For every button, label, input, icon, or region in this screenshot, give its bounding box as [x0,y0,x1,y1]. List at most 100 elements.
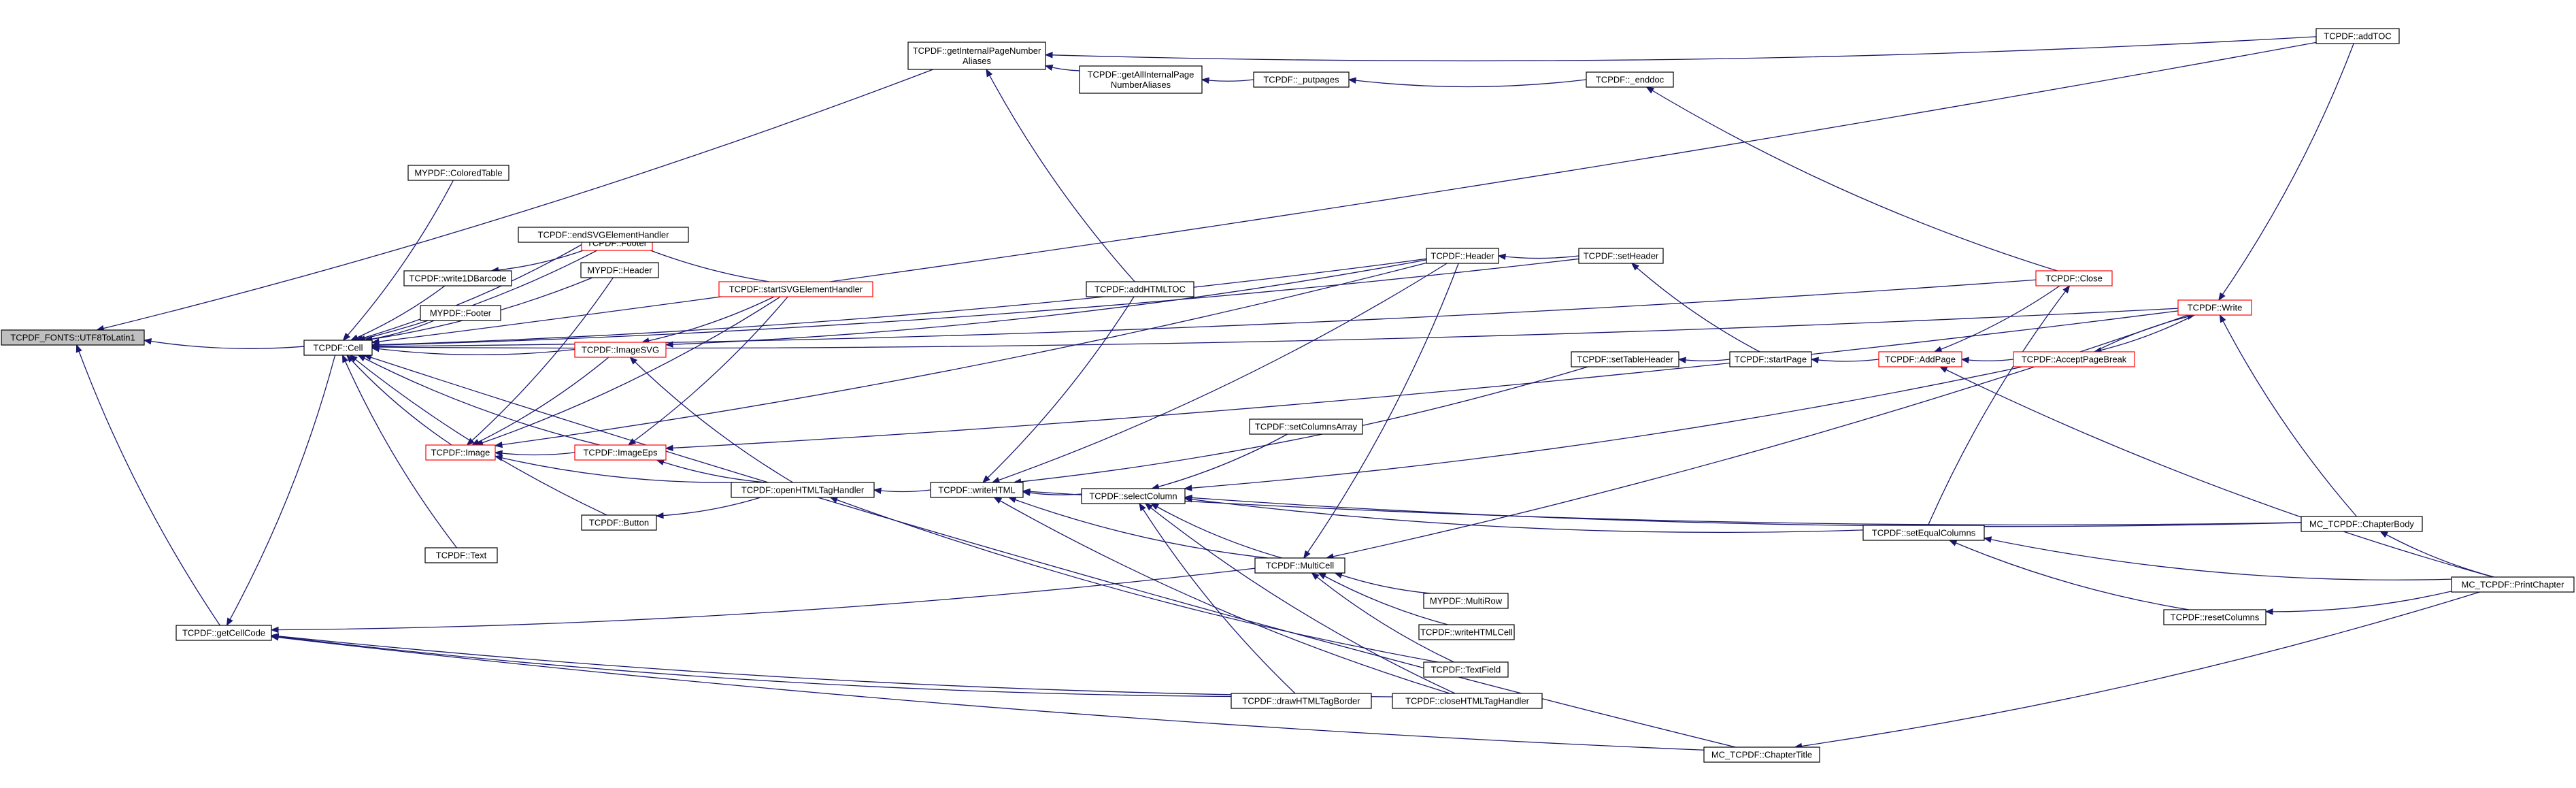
edge-setEqualColumns-PrintChapter [1983,536,2452,580]
graph-node-Header[interactable]: TCPDF::Header [1426,248,1499,264]
graph-node-setColumnsArray[interactable]: TCPDF::setColumnsArray [1249,418,1363,435]
edge-line [341,355,457,548]
graph-node-MYPDFHeader[interactable]: MYPDF::Header [580,262,659,278]
node-box [1418,624,1515,640]
edge-line [97,69,934,331]
graph-node-ChapterTitle[interactable]: MC_TCPDF::ChapterTitle [1703,746,1820,763]
edge-Cell-ChapterTitle [363,354,1736,748]
arrowhead-icon [1044,64,1054,71]
arrowhead-icon [371,342,380,348]
arrowhead-icon [494,450,503,457]
node-label: TCPDF::setEqualColumns [1872,528,1976,538]
graph-node-addTOC[interactable]: TCPDF::addTOC [2315,28,2400,44]
graph-node-Text[interactable]: TCPDF::Text [424,547,498,563]
graph-node-setEqualColumns[interactable]: TCPDF::setEqualColumns [1862,525,1985,541]
edge-line [830,497,1439,663]
graph-node-Close[interactable]: TCPDF::Close [2035,270,2113,286]
graph-node-Button[interactable]: TCPDF::Button [581,514,657,531]
edge-line [2380,531,2494,578]
graph-node-write1DBarcode[interactable]: TCPDF::write1DBarcode [403,270,512,286]
arrowhead-icon [76,344,82,353]
graph-node-ImageSVG[interactable]: TCPDF::ImageSVG [574,342,667,358]
node-label: TCPDF::selectColumn [1089,491,1177,502]
edge-line [471,357,609,446]
graph-node-startPage[interactable]: TCPDF::startPage [1729,351,1812,367]
edge-line [1022,491,2302,526]
edge-line [1145,503,1456,694]
node-label: TCPDF::_enddoc [1596,75,1665,85]
graph-node-MultiCell[interactable]: TCPDF::MultiCell [1254,557,1345,574]
edge-line [1152,433,1288,489]
edge-Image-openHTMLTagHandler [494,455,735,483]
edge-line [371,258,1579,346]
node-box [2035,270,2113,286]
graph-node-drawHTMLTagBorder[interactable]: TCPDF::drawHTMLTagBorder [1231,693,1372,709]
edge-MultiCell-MultiRow [1334,572,1431,594]
graph-node-ChapterBody[interactable]: MC_TCPDF::ChapterBody [2301,516,2423,532]
edge-line [371,347,575,356]
edge-ImageEps-openHTMLTagHandler [656,459,767,483]
graph-node-startSVGElementHandler[interactable]: TCPDF::startSVGElementHandler [718,281,873,297]
edge-Cell-Close [371,279,2037,350]
edge-line [2094,314,2195,352]
graph-node-TextField[interactable]: TCPDF::TextField [1423,661,1509,678]
edge-line [467,277,614,446]
edge-MultiCell-Header [1303,263,1459,559]
edge-line [271,635,1232,697]
arrowhead-icon [986,68,993,78]
arrowhead-icon [1677,357,1686,363]
node-label: MYPDF::MultiRow [1430,596,1503,606]
graph-node-writeHTMLCell[interactable]: TCPDF::writeHTMLCell [1418,624,1515,640]
graph-node-MultiRow[interactable]: MYPDF::MultiRow [1423,593,1509,609]
node-label: TCPDF::Button [589,518,649,528]
arrowhead-icon [2379,531,2388,538]
node-box [2315,28,2400,44]
node-label: TCPDF::getCellCode [182,628,265,638]
graph-node-putpages[interactable]: TCPDF::_putpages [1253,71,1350,88]
arrowhead-icon [2062,284,2071,294]
graph-node-Cell[interactable]: TCPDF::Cell [303,340,373,356]
graph-node-enddoc[interactable]: TCPDF::_enddoc [1586,71,1674,88]
node-label: TCPDF::setHeader [1584,251,1659,261]
graph-node-Write[interactable]: TCPDF::Write [2177,299,2252,316]
graph-node-AcceptPageBreak[interactable]: TCPDF::AcceptPageBreak [2013,351,2135,367]
edge-getInternalPageNumberAliases-addHTMLTOC [986,68,1135,282]
arrowhead-icon [341,354,349,363]
graph-node-resetColumns[interactable]: TCPDF::resetColumns [2163,609,2266,625]
graph-node-setTableHeader[interactable]: TCPDF::setTableHeader [1571,351,1679,367]
graph-node-AddPage[interactable]: TCPDF::AddPage [1878,351,1962,367]
graph-node-closeHTMLTagHandler[interactable]: TCPDF::closeHTMLTagHandler [1392,693,1543,709]
edge-resetColumns-PrintChapter [2264,591,2452,615]
edge-setHeader-startPage [1630,263,1760,352]
edge-line [1201,79,1254,82]
node-box [1578,248,1664,264]
edge-line [992,263,1448,483]
graph-node-selectColumn[interactable]: TCPDF::selectColumn [1081,488,1186,504]
arrowhead-icon [629,357,638,365]
node-label: TCPDF::AcceptPageBreak [2022,355,2127,365]
edge-Image-startSVGElementHandler [475,296,781,446]
node-label: TCPDF::setColumnsArray [1255,422,1358,432]
graph-node-ColoredTable[interactable]: MYPDF::ColoredTable [407,165,509,181]
edge-getCellCode-closeHTMLTagHandler [270,633,1393,697]
graph-node-Image[interactable]: TCPDF::Image [425,444,496,461]
graph-node-writeHTML[interactable]: TCPDF::writeHTML [930,482,1024,498]
edge-line [226,355,336,626]
graph-node-setHeader[interactable]: TCPDF::setHeader [1578,248,1664,264]
graph-node-getCellCode[interactable]: TCPDF::getCellCode [175,625,272,641]
graph-node-ImageEps[interactable]: TCPDF::ImageEps [574,444,667,461]
node-box [1079,65,1203,94]
edge-writeHTML-MultiCell [1007,497,1269,559]
node-box [425,444,496,461]
arrowhead-icon [627,438,637,446]
graph-node-addHTMLTOC[interactable]: TCPDF::addHTMLTOC [1086,281,1194,297]
graph-node-PrintChapter[interactable]: MC_TCPDF::PrintChapter [2451,576,2575,593]
graph-node-endSVGElementHandler[interactable]: TCPDF::endSVGElementHandler [518,227,689,243]
graph-node-MYPDFFooter[interactable]: MYPDF::Footer [420,305,501,321]
graph-node-openHTMLTagHandler[interactable]: TCPDF::openHTMLTagHandler [731,482,875,498]
arrowhead-icon [1983,536,1992,543]
edge-ImageSVG-startSVGElementHandler [641,296,775,344]
